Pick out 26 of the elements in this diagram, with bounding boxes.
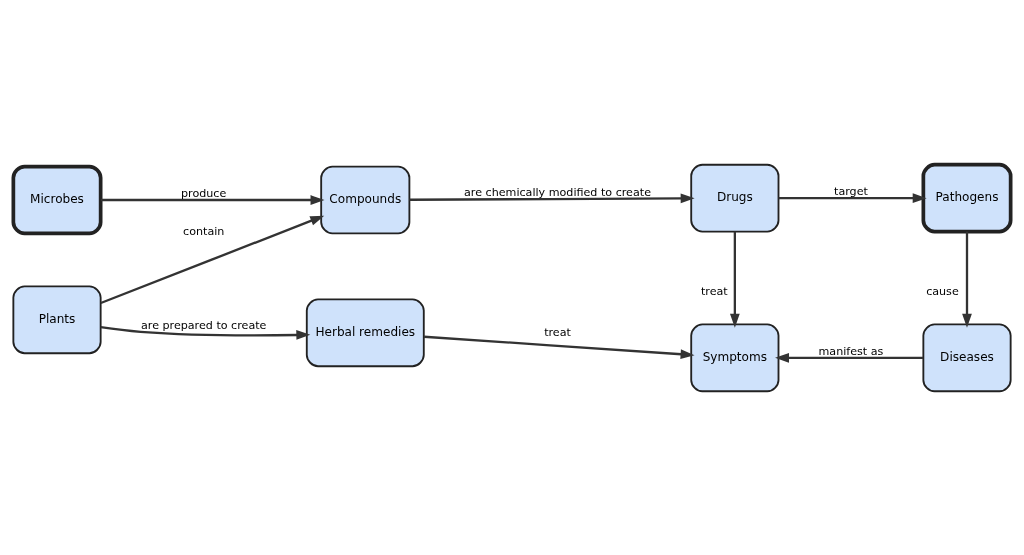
- arrow: [775, 352, 924, 363]
- edge-label: manifest as: [818, 344, 884, 358]
- edge-label: produce: [181, 186, 227, 200]
- edge-label: treat: [700, 284, 728, 298]
- node-box: Drugs: [690, 163, 780, 232]
- node-box: Symptoms: [690, 323, 780, 392]
- edge-label: are prepared to create: [141, 318, 267, 332]
- node-box: Compounds: [320, 165, 411, 234]
- node-box: Diseases: [922, 323, 1012, 392]
- arrow: [100, 194, 325, 205]
- node-box: Microbes: [11, 164, 103, 235]
- node-box: Plants: [12, 284, 102, 354]
- arrow: [729, 231, 740, 328]
- edge-label: are chemically modified to create: [464, 185, 651, 199]
- arrow: [409, 193, 695, 203]
- edge-label: target: [834, 184, 868, 198]
- arrow: [100, 215, 325, 304]
- node-box: Pathogens: [921, 162, 1013, 233]
- arrow: [424, 335, 695, 359]
- node-box: Herbal remedies: [305, 297, 425, 367]
- edge-label: cause: [926, 284, 959, 298]
- arrow: [778, 192, 927, 203]
- edge-label: contain: [183, 224, 225, 238]
- arrow: [962, 231, 972, 328]
- arrow: [100, 325, 311, 340]
- edge-label: treat: [544, 325, 571, 339]
